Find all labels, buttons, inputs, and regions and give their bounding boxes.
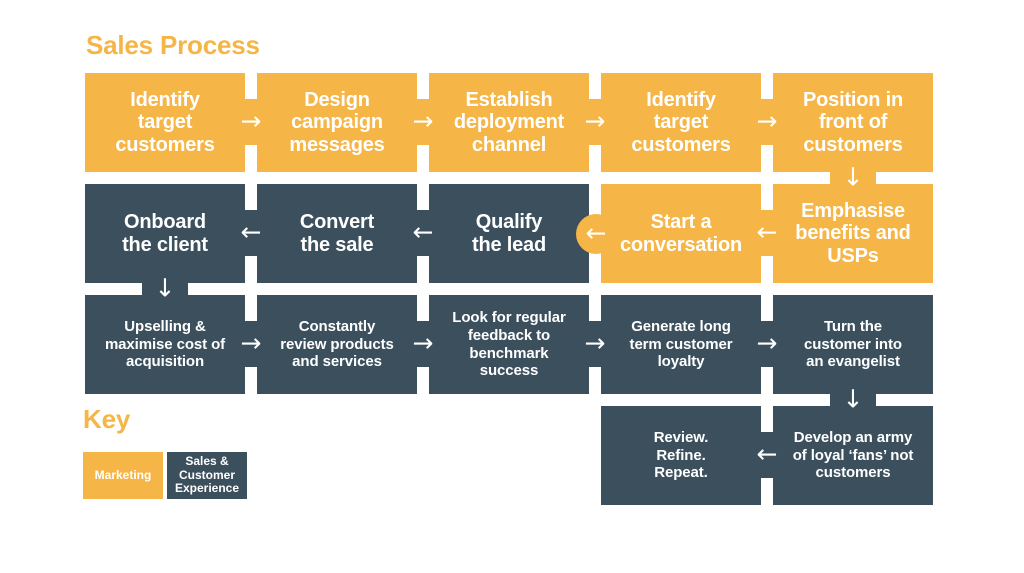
flow-connector: → — [585, 99, 605, 145]
flow-arrow-right-icon: → — [412, 328, 434, 358]
flow-connector: ← — [757, 210, 777, 256]
flow-arrow-right-icon: → — [412, 106, 434, 136]
flow-arrow-right-icon: → — [584, 328, 606, 358]
process-step-position-in-front-of-customers: Position in front of customers — [773, 73, 933, 172]
process-step-design-campaign-messages: Design campaign messages — [257, 73, 417, 172]
process-step-turn-customer-into-evangelist: Turn the customer into an evangelist — [773, 295, 933, 394]
key-swatch-sales-customer-experience: Sales & Customer Experience — [167, 452, 247, 499]
flow-connector: ← — [757, 432, 777, 478]
flow-connector: ← — [241, 210, 261, 256]
process-step-identify-target-customers-1: Identify target customers — [85, 73, 245, 172]
flow-connector: → — [241, 99, 261, 145]
process-step-emphasise-benefits-and-usps: Emphasise benefits and USPs — [773, 184, 933, 283]
process-step-qualify-the-lead: Qualify the lead — [429, 184, 589, 283]
flow-connector: → — [241, 321, 261, 367]
flow-arrow-down-icon: ↓ — [842, 384, 864, 414]
key-swatch-marketing: Marketing — [83, 452, 163, 499]
process-step-generate-long-term-customer-loyalty: Generate long term customer loyalty — [601, 295, 761, 394]
process-step-establish-deployment-channel: Establish deployment channel — [429, 73, 589, 172]
flow-arrow-right-icon: → — [240, 106, 262, 136]
process-step-identify-target-customers-2: Identify target customers — [601, 73, 761, 172]
flow-arrow-left-icon: ← — [756, 439, 778, 469]
process-step-review-refine-repeat: Review. Refine. Repeat. — [601, 406, 761, 505]
flow-arrow-left-icon: ← — [756, 217, 778, 247]
process-step-start-a-conversation: Start a conversation — [601, 184, 761, 283]
flow-connector: ↓ — [142, 276, 188, 301]
flow-connector: → — [585, 321, 605, 367]
flow-connector: ↓ — [830, 165, 876, 190]
process-step-develop-army-of-loyal-fans: Develop an army of loyal ‘fans’ not cust… — [773, 406, 933, 505]
flow-arrow-down-icon: ↓ — [842, 162, 864, 192]
flow-connector: → — [413, 99, 433, 145]
flow-connector: ↓ — [830, 387, 876, 412]
flow-connector: → — [413, 321, 433, 367]
flow-arrow-left-icon: ← — [412, 217, 434, 247]
process-step-look-for-regular-feedback: Look for regular feedback to benchmark s… — [429, 295, 589, 394]
flow-arrow-right-icon: → — [756, 106, 778, 136]
process-step-constantly-review-products-and-services: Constantly review products and services — [257, 295, 417, 394]
flow-arrow-left-icon: ← — [240, 217, 262, 247]
flow-arrow-right-icon: → — [584, 106, 606, 136]
flow-connector: ← — [413, 210, 433, 256]
process-step-onboard-the-client: Onboard the client — [85, 184, 245, 283]
key-heading: Key — [83, 404, 131, 434]
flow-arrow-left-icon: ← — [585, 218, 607, 248]
flow-arrow-right-icon: → — [240, 328, 262, 358]
process-step-upselling-maximise-cost-of-acquisition: Upselling & maximise cost of acquisition — [85, 295, 245, 394]
flow-arrow-right-icon: → — [756, 328, 778, 358]
page-title: Sales Process — [86, 30, 260, 60]
process-step-convert-the-sale: Convert the sale — [257, 184, 417, 283]
flow-connector-handoff-circle: ← — [576, 214, 616, 254]
flow-arrow-down-icon: ↓ — [154, 273, 176, 303]
flow-connector: → — [757, 99, 777, 145]
flow-connector: → — [757, 321, 777, 367]
